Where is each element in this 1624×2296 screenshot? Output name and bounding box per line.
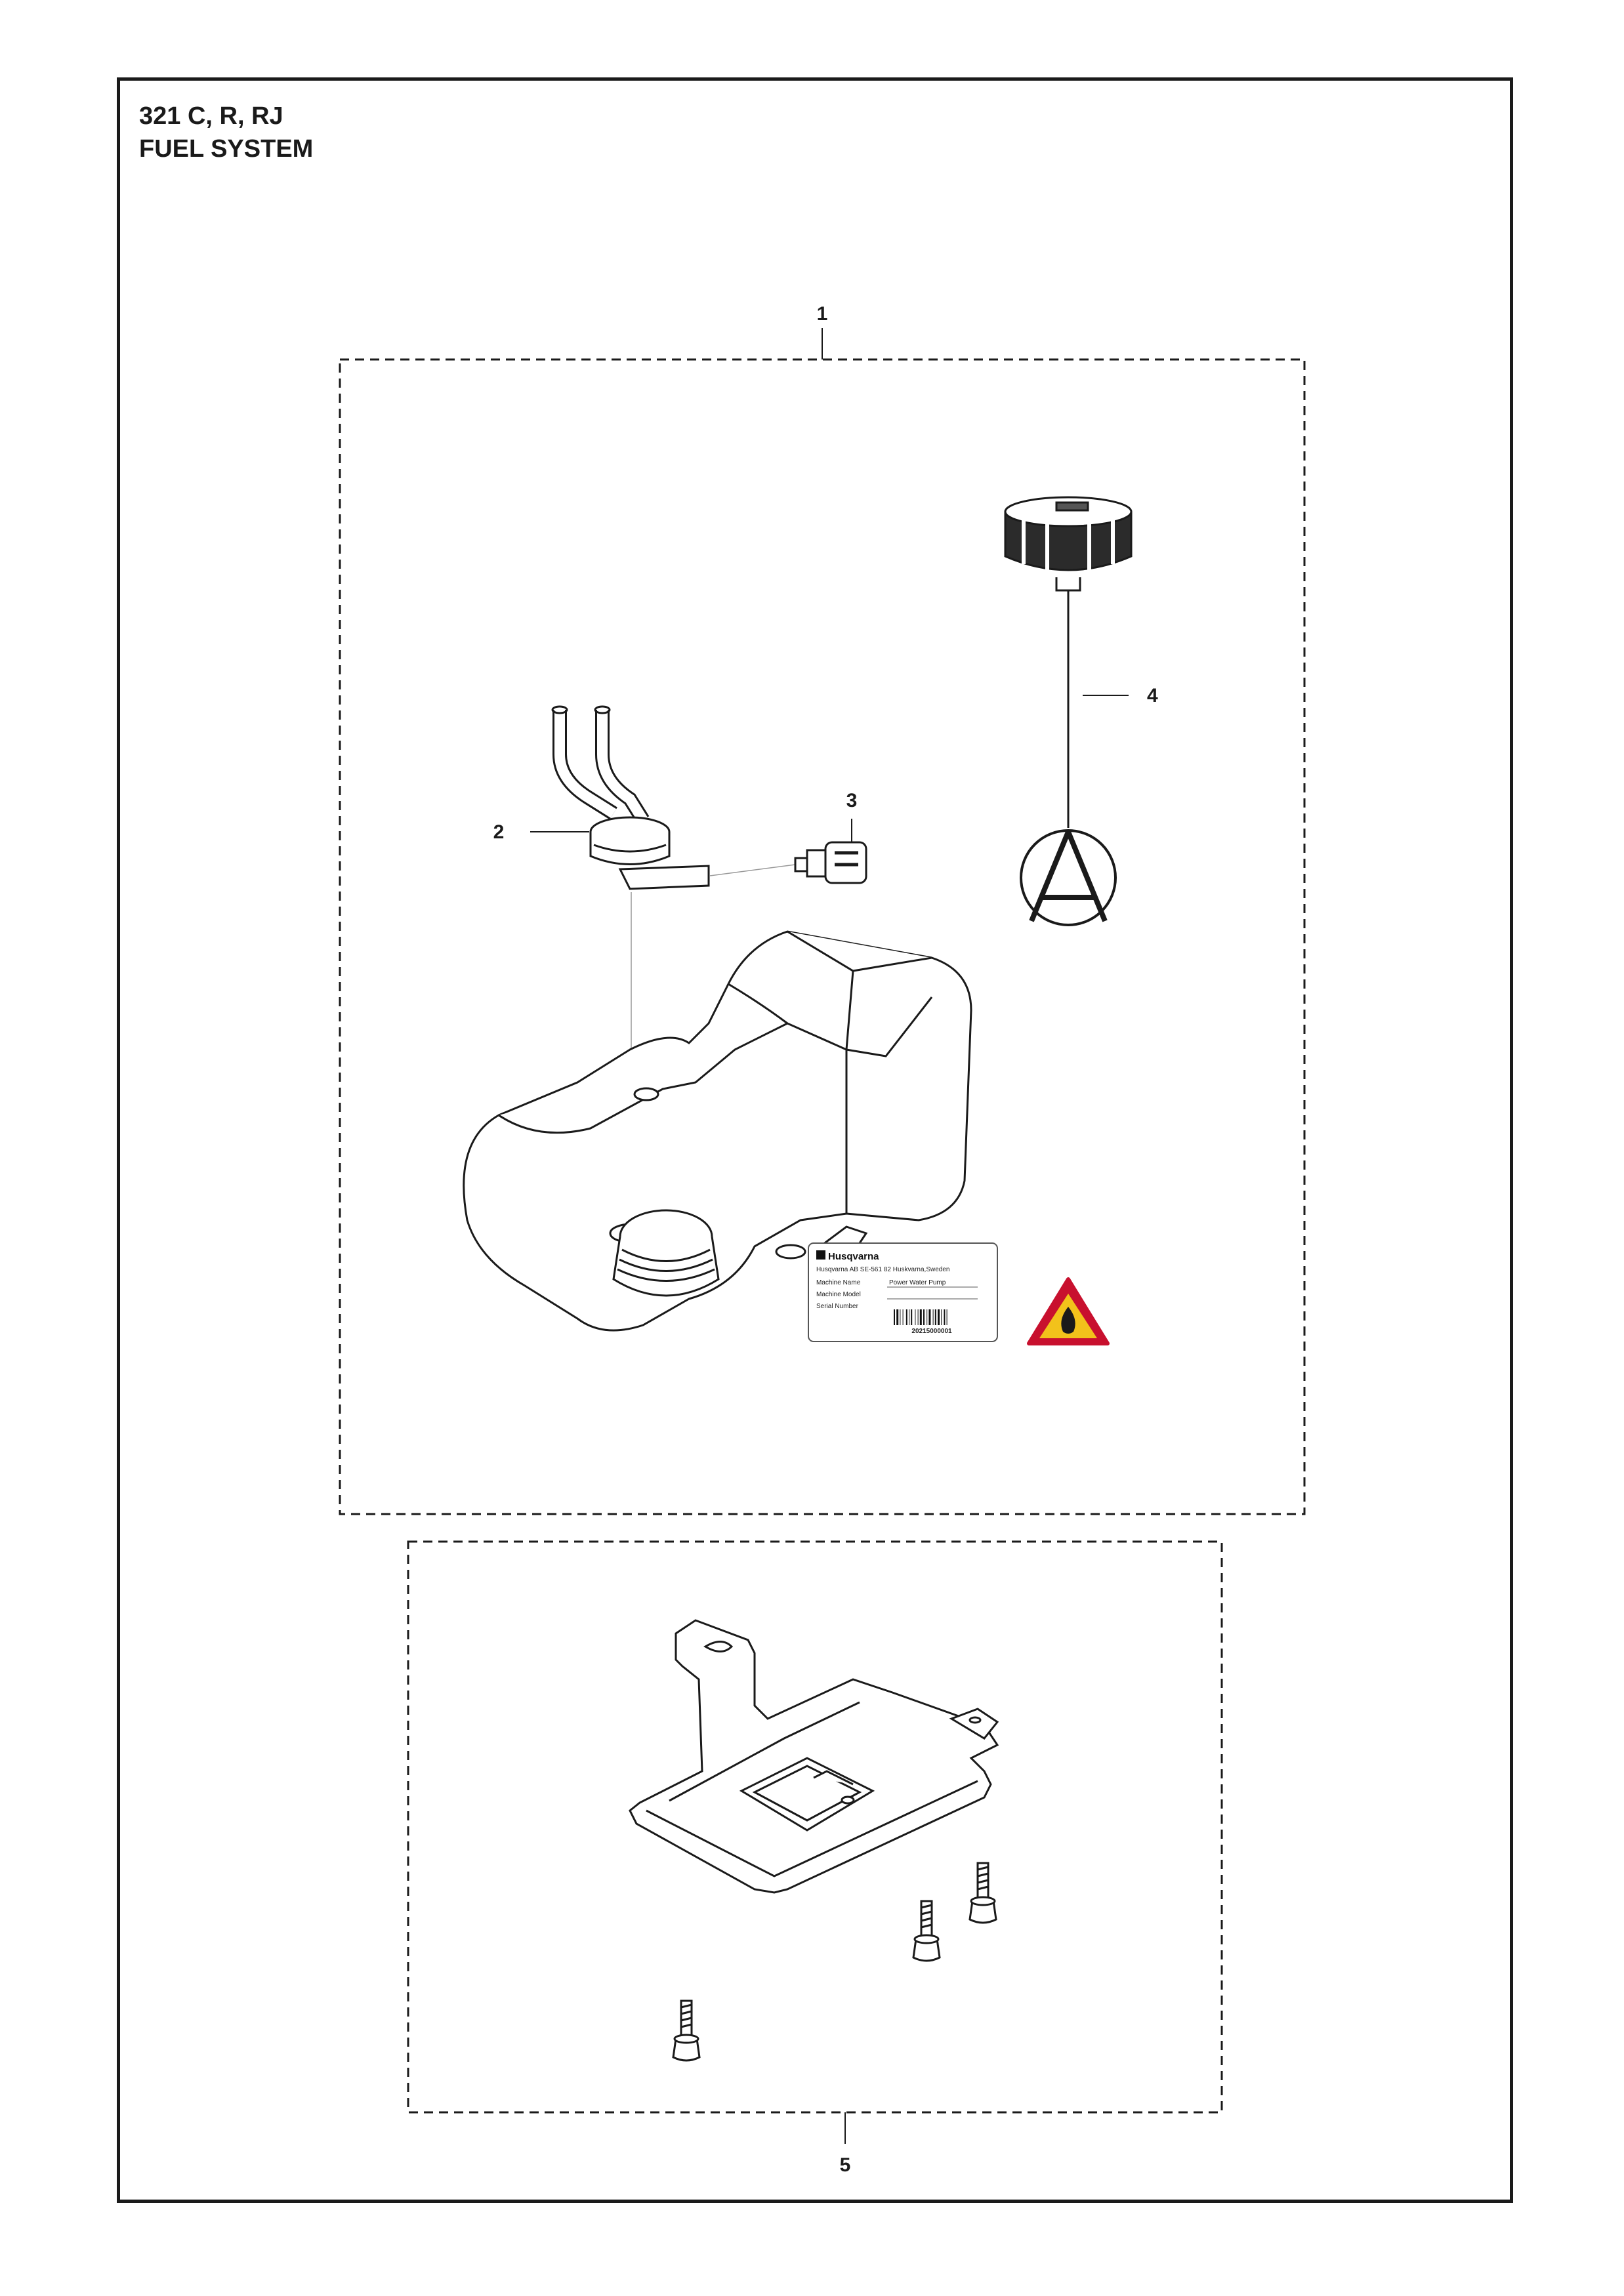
section-title: FUEL SYSTEM (139, 135, 314, 163)
tank-bracket (629, 1619, 999, 1894)
callout-2: 2 (493, 821, 505, 843)
fuel-hose-part-2 (551, 705, 710, 890)
husqvarna-logo-icon (816, 1250, 825, 1260)
screw-1 (968, 1862, 997, 1924)
screw-2 (912, 1900, 941, 1962)
flammable-warning-icon (1027, 1277, 1110, 1345)
manufacturer-address: Husqvarna AB SE-561 82 Huskvarna,Sweden (816, 1266, 949, 1273)
barcode (894, 1309, 947, 1325)
machine-model-label: Machine Model (816, 1291, 861, 1298)
fuel-tank (463, 892, 972, 1332)
fuel-filter-part-3 (709, 841, 867, 884)
machine-name-value: Power Water Pump (889, 1279, 946, 1286)
serial-number-value: 20215000001 (911, 1328, 952, 1335)
assembly-5-box (407, 1540, 1223, 2114)
machine-name-label: Machine Name (816, 1279, 861, 1286)
assembly-1-box (339, 358, 1306, 1515)
page-frame (117, 77, 1513, 2203)
fuel-cap-part-4 (1004, 496, 1133, 926)
callout-5: 5 (840, 2154, 851, 2176)
rating-plate: Husqvarna Husqvarna AB SE-561 82 Huskvar… (808, 1242, 998, 1342)
serial-number-label: Serial Number (816, 1303, 859, 1310)
page-title: 321 C, R, RJ FUEL SYSTEM (139, 100, 313, 165)
model-title: 321 C, R, RJ (139, 102, 283, 130)
callout-4: 4 (1147, 685, 1158, 707)
callout-1: 1 (817, 303, 828, 325)
brand-name: Husqvarna (828, 1251, 879, 1262)
callout-3: 3 (846, 790, 858, 811)
screw-3 (672, 1999, 701, 2062)
